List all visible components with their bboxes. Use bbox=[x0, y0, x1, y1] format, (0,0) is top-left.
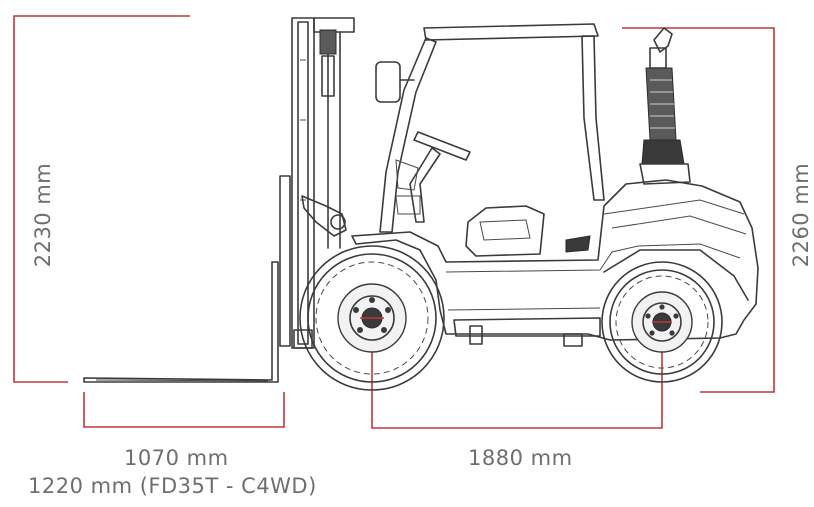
wheelbase-label: 1880 mm bbox=[468, 446, 573, 470]
mirror bbox=[375, 61, 401, 103]
dim-wheelbase-line bbox=[371, 338, 663, 429]
mast bbox=[291, 17, 355, 349]
rear-wheel bbox=[601, 249, 749, 383]
exhaust-stack bbox=[639, 27, 691, 185]
fork-length-alt-label: 1220 mm (FD35T - C4WD) bbox=[28, 474, 317, 498]
dim-fork-length-line bbox=[83, 392, 285, 428]
axle-center-markers bbox=[360, 317, 672, 323]
chassis-body bbox=[351, 179, 759, 347]
dim-height-left-line bbox=[13, 15, 190, 383]
height-right-label: 2260 mm bbox=[789, 162, 813, 268]
dim-height-right-line bbox=[622, 27, 775, 393]
fork-length-label: 1070 mm bbox=[124, 446, 229, 470]
forks bbox=[83, 175, 291, 383]
height-left-label: 2230 mm bbox=[31, 162, 55, 268]
dimension-lines bbox=[13, 15, 775, 429]
cab-frame bbox=[375, 23, 605, 257]
